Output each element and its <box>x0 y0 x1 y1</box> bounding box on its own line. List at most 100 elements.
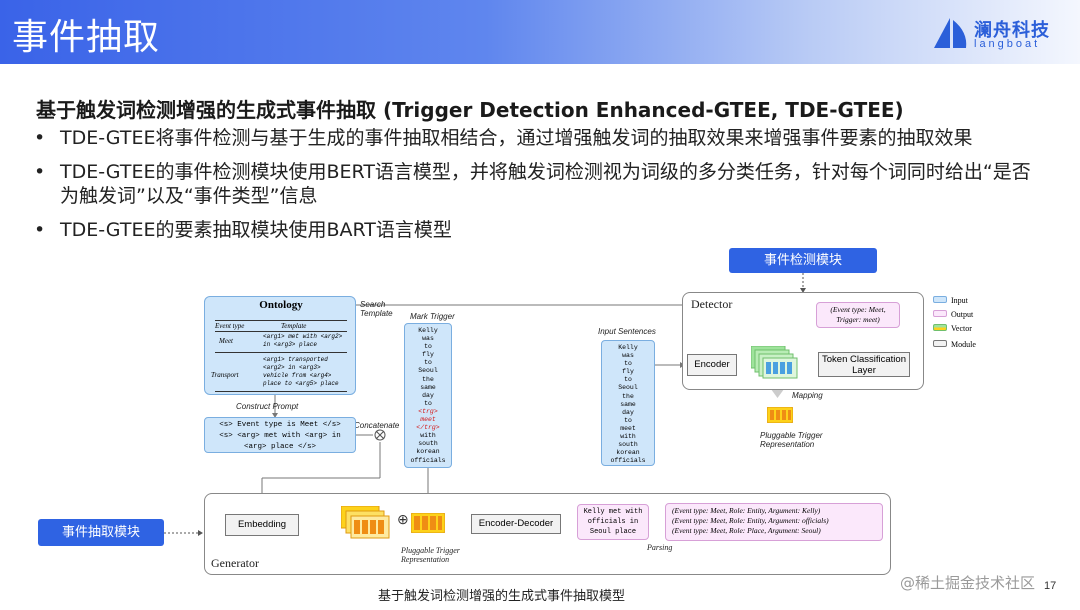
bullet-text: TDE-GTEE将事件检测与基于生成的事件抽取相结合，通过增强触发词的抽取效果来… <box>60 127 973 149</box>
plus-icon: ⊕ <box>397 513 409 528</box>
token: Kelly <box>418 327 438 334</box>
watermark: @稀土掘金技术社区 <box>900 574 1036 592</box>
legend-swatch <box>933 296 947 303</box>
ontology-col-event: Event type <box>215 322 245 330</box>
bullet-list: • TDE-GTEE将事件检测与基于生成的事件抽取相结合，通过增强触发词的抽取效果… <box>34 126 1044 252</box>
token: same <box>420 383 436 391</box>
generator-panel: Generator Embedding ⊕ Pluggable Trigger … <box>204 493 891 575</box>
detector-output-line: Trigger: meet) <box>836 315 880 324</box>
ontology-transport-line: place to <arg5> place <box>263 380 339 387</box>
concatenate-label: Concatenate <box>354 421 400 430</box>
logo-sail-icon <box>934 18 967 48</box>
token: Kelly <box>618 344 638 351</box>
ontology-title: Ontology <box>259 299 303 311</box>
bullet-dot: • <box>34 127 46 149</box>
page-number: 17 <box>1044 580 1057 592</box>
page-title: 事件抽取 <box>12 17 161 58</box>
marked-sentence-column: Kelly was to fly to Seoul the same day t… <box>404 323 452 468</box>
legend-label: Vector <box>951 324 972 333</box>
ontology-transport-line: <arg1> transported <box>263 356 328 363</box>
ontology-meet-line: in <arg3> place <box>263 341 318 348</box>
pluggable-trigger-label: Representation <box>401 555 450 564</box>
pluggable-trigger-label: Pluggable Trigger <box>401 546 460 555</box>
brand-logo: 澜舟科技 langboat <box>932 14 1072 54</box>
token: to <box>424 359 432 367</box>
event-extraction-module-tag: 事件抽取模块 <box>38 519 164 546</box>
logo-text-en: langboat <box>974 38 1041 50</box>
event-detection-module-tag: 事件检测模块 <box>729 248 877 273</box>
ontology-panel: Ontology Event type Template Meet <arg1>… <box>204 296 356 395</box>
token: fly <box>422 351 434 359</box>
token: Seoul <box>618 384 638 392</box>
trigger-open-token: <trg> <box>418 407 438 415</box>
token: officials <box>410 456 446 464</box>
ontology-transport-label: Transport <box>211 371 239 379</box>
token: was <box>622 352 634 360</box>
bullet-dot: • <box>34 219 46 241</box>
prompt-box: <s> Event type is Meet </s> <s> <arg> me… <box>204 417 356 453</box>
ontology-col-template: Template <box>281 322 307 330</box>
token: to <box>424 343 432 351</box>
bullet-text: TDE-GTEE的要素抽取模块使用BART语言模型 <box>60 219 452 241</box>
token: to <box>624 416 632 424</box>
detector-title: Detector <box>691 297 733 311</box>
token: korean <box>416 448 440 456</box>
token-classification-line: Token Classification <box>822 354 906 365</box>
pluggable-trigger-label: Pluggable Trigger <box>760 431 823 440</box>
parsed-argument: (Event type: Meet, Role: Place, Argument… <box>672 526 821 535</box>
legend-label: Module <box>951 340 976 349</box>
parsed-arguments-box: (Event type: Meet, Role: Entity, Argumen… <box>665 503 883 541</box>
mark-trigger-label: Mark Trigger <box>410 312 455 321</box>
token: day <box>622 408 634 416</box>
detector-output-line: (Event type: Meet, <box>830 305 886 314</box>
token: officials <box>610 457 646 465</box>
ontology-meet-label: Meet <box>219 337 233 345</box>
prompt-line: <s> <arg> met with <arg> in <box>219 432 341 440</box>
token: to <box>624 376 632 384</box>
ontology-divider <box>215 331 347 332</box>
token-classification-layer: Token Classification Layer <box>818 352 910 377</box>
vector-stack-icon <box>751 346 798 379</box>
trigger-close-token: </trg> <box>416 424 440 432</box>
embedding-vector-stack-icon <box>341 506 390 539</box>
template-label: Template <box>360 309 393 318</box>
prompt-line: <arg> place </s> <box>243 443 316 451</box>
legend-module: Module <box>933 340 976 349</box>
header-bar: 事件抽取 澜舟科技 langboat <box>0 0 1080 64</box>
input-sentence-column: Kelly was to fly to Seoul the same day t… <box>601 340 655 466</box>
detector-output: (Event type: Meet, Trigger: meet) <box>816 302 900 328</box>
legend-label: Output <box>951 310 974 319</box>
bullet-item: • TDE-GTEE将事件检测与基于生成的事件抽取相结合，通过增强触发词的抽取效果… <box>34 126 1044 150</box>
bullet-item: • TDE-GTEE的要素抽取模块使用BART语言模型 <box>34 218 1044 242</box>
token: same <box>620 400 636 408</box>
ontology-meet-line: <arg1> met with <arg2> <box>263 333 343 340</box>
generated-text-box: Kelly met with officials in Seoul place <box>577 504 649 540</box>
legend-input: Input <box>933 296 968 305</box>
bullet-dot: • <box>34 161 46 183</box>
legend-swatch <box>933 324 947 331</box>
section-heading: 基于触发词检测增强的生成式事件抽取 (Trigger Detection Enh… <box>36 98 904 122</box>
token: meet <box>620 424 636 432</box>
pluggable-trigger-vector-icon <box>411 513 445 533</box>
prompt-line: <s> Event type is Meet </s> <box>219 421 341 429</box>
token: with <box>420 432 436 440</box>
mapping-label: Mapping <box>792 391 823 400</box>
token: with <box>620 433 636 441</box>
token-classification-line: Layer <box>852 365 876 376</box>
generated-text-line: officials in <box>587 518 639 526</box>
generated-text-line: Kelly met with <box>583 508 643 516</box>
figure-caption: 基于触发词检测增强的生成式事件抽取模型 <box>378 589 626 604</box>
parsed-argument: (Event type: Meet, Role: Entity, Argumen… <box>672 516 829 525</box>
search-label: Search <box>360 300 386 309</box>
token: the <box>422 375 434 383</box>
ontology-transport-line: <arg2> in <arg3> <box>263 364 321 371</box>
token: the <box>622 392 634 400</box>
encoder-decoder-module: Encoder-Decoder <box>471 514 561 534</box>
tde-gtee-diagram: Ontology Event type Template Meet <arg1>… <box>200 285 980 580</box>
encoder-module: Encoder <box>687 354 737 376</box>
construct-prompt-label: Construct Prompt <box>236 402 299 411</box>
ontology-divider <box>215 320 347 321</box>
legend-output: Output <box>933 310 974 319</box>
parsed-argument: (Event type: Meet, Role: Entity, Argumen… <box>672 506 821 515</box>
pluggable-trigger-label: Representation <box>760 440 815 449</box>
